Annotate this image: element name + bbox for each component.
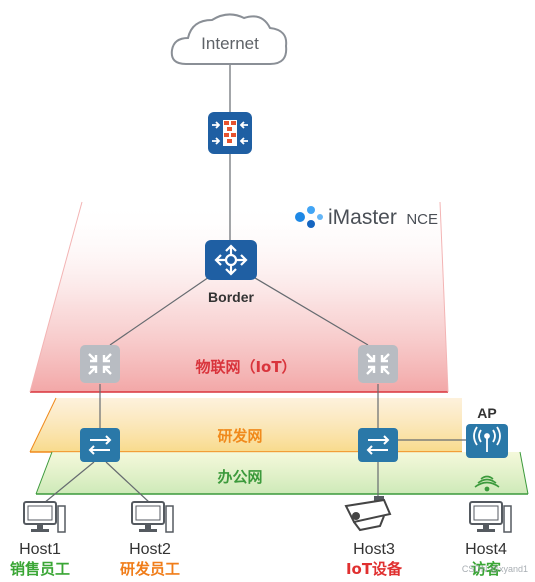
desktop-computer-icon	[469, 501, 512, 533]
host3-role: IoT设备	[346, 560, 403, 578]
firewall-device[interactable]	[208, 112, 252, 154]
access-point[interactable]: AP	[466, 405, 508, 492]
host4-name: Host4	[465, 541, 507, 558]
host2-role: 研发员工	[120, 560, 180, 578]
wifi-signal-icon	[474, 475, 500, 492]
nce-logo-icon	[295, 206, 323, 228]
border-router[interactable]: Border	[205, 240, 257, 305]
rd-layer-label: 研发网	[217, 427, 262, 445]
firewall-icon	[212, 120, 248, 146]
link-acc-left-host2	[105, 461, 151, 504]
ap-label: AP	[477, 405, 496, 421]
controller-suffix: NCE	[406, 211, 438, 228]
internet-label: Internet	[201, 34, 259, 53]
controller-brand: iMaster	[328, 206, 397, 229]
imaster-nce-logo: iMaster NCE	[295, 206, 438, 229]
ap-antenna-icon	[473, 426, 501, 452]
access-switch-right[interactable]	[358, 428, 398, 462]
agg-switch-left[interactable]	[80, 345, 120, 383]
host1[interactable]	[23, 501, 66, 533]
desktop-computer-icon	[23, 501, 66, 533]
host4-role: 访客	[471, 560, 502, 578]
router-arrows-icon	[214, 244, 248, 276]
host2[interactable]	[131, 501, 174, 533]
office-layer-label: 办公网	[217, 468, 262, 486]
switch-arrows-icon	[366, 435, 390, 455]
desktop-computer-icon	[131, 501, 174, 533]
host4[interactable]	[469, 501, 512, 533]
host1-role: 销售员工	[10, 560, 70, 578]
host3-name: Host3	[353, 541, 395, 558]
host3-camera[interactable]	[344, 496, 392, 532]
security-camera-icon	[344, 496, 392, 532]
border-label: Border	[208, 289, 254, 305]
iot-layer-label: 物联网（IoT）	[195, 358, 296, 376]
host1-name: Host1	[19, 541, 61, 558]
watermark: CSDN @xyand1	[462, 564, 528, 574]
aggregation-icon	[88, 353, 112, 375]
switch-arrows-icon	[88, 435, 112, 455]
link-border-agg-left	[109, 274, 213, 346]
agg-switch-right[interactable]	[358, 345, 398, 383]
host2-name: Host2	[129, 541, 171, 558]
link-border-agg-right	[249, 274, 369, 346]
links	[43, 64, 466, 504]
office-layer	[35, 451, 529, 495]
aggregation-icon	[366, 353, 390, 375]
access-switch-left[interactable]	[80, 428, 120, 462]
link-acc-left-host1	[43, 461, 95, 504]
internet-cloud: Internet	[170, 13, 288, 65]
svg-text:iMaster NCE: iMaster NCE	[328, 206, 438, 229]
